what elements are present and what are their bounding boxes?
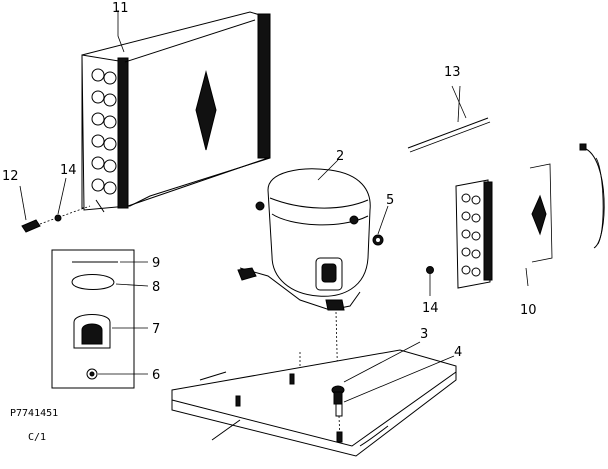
small-parts-inset [51,249,135,389]
compressor [237,168,371,393]
label-5: 5 [386,193,394,208]
label-13: 13 [444,65,461,80]
mounting-stud [335,403,343,443]
base-pan [171,349,457,457]
grommet-left [54,214,62,222]
grommet-5 [372,234,384,246]
evaporator-assembly [455,143,605,289]
label-11: 11 [112,1,129,16]
label-6: 6 [152,368,160,383]
label-7: 7 [152,322,160,337]
label-12: 12 [2,169,19,184]
label-10: 10 [520,303,537,318]
label-4: 4 [454,345,462,360]
evaporator-tube-bends [461,193,481,277]
mounting-grommet [331,385,345,405]
document-code: P7741451 [10,408,58,419]
coil-tube-bends [91,68,117,195]
label-14-right: 14 [422,301,439,316]
capillary-tubes [407,117,491,153]
grommet-right [426,266,434,274]
part-labels: 11 2 5 13 12 14 14 10 3 4 9 8 7 6 [2,1,537,383]
drier-fitting [21,205,91,233]
leader-lines [19,10,529,403]
sheet-note: C/1 [28,432,46,443]
label-3: 3 [420,327,428,342]
label-2: 2 [336,149,344,164]
label-14-left: 14 [60,163,77,178]
condenser-coil [81,11,271,213]
label-8: 8 [152,280,160,295]
label-9: 9 [152,256,160,271]
